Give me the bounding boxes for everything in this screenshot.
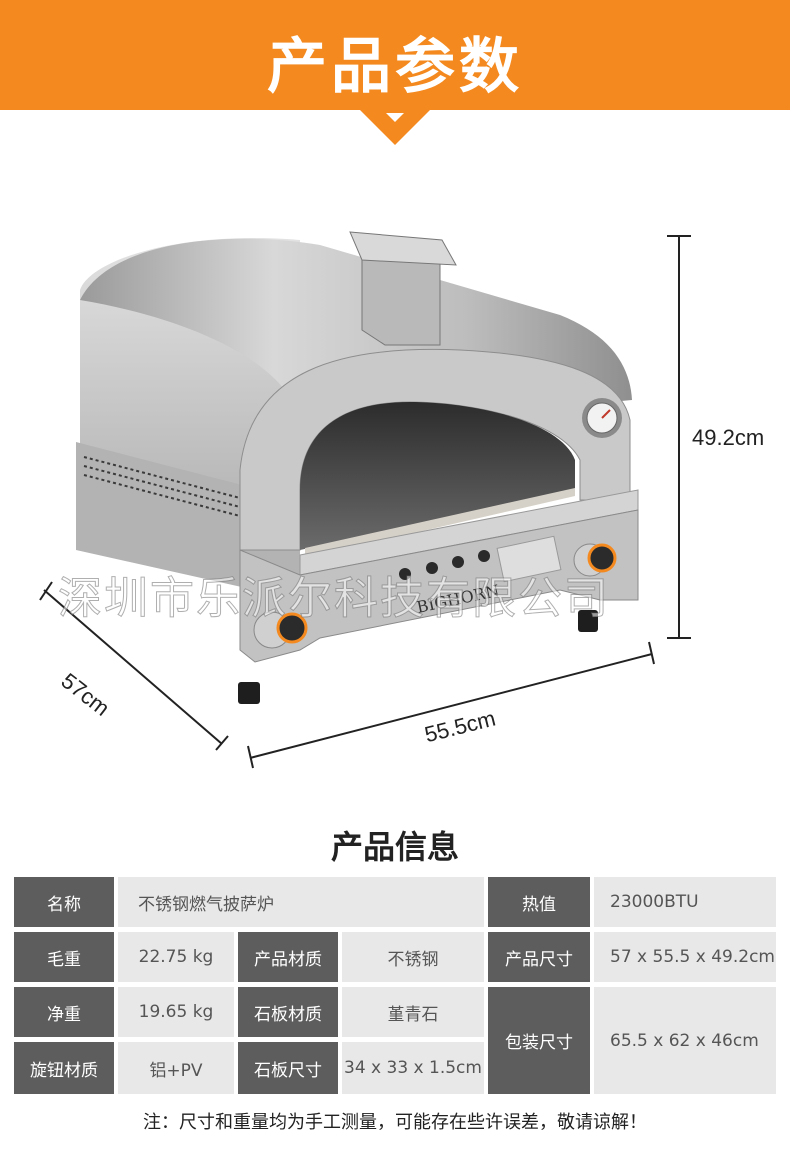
- banner-shape: [0, 0, 790, 145]
- down-arrow-icon: [386, 113, 404, 122]
- disclaimer-note: 注：尺寸和重量均为手工测量，可能存在些许误差，敬请谅解！: [143, 1112, 647, 1133]
- spec-table: 名称 不锈钢燃气披萨炉 热值 23000BTU 毛重 22.75 kg 产品材质…: [14, 877, 776, 1094]
- material-label: 产品材质: [238, 932, 338, 982]
- stone-size-label: 石板尺寸: [238, 1042, 338, 1094]
- heat-value: 23000BTU: [594, 877, 776, 927]
- section-title: 产品信息: [330, 828, 459, 866]
- product-illustration: BIGHORN 49.2cm 57cm 55.5cm: [0, 170, 790, 790]
- stone-material-label: 石板材质: [238, 987, 338, 1037]
- net-weight-label: 净重: [14, 987, 114, 1037]
- gross-weight-label: 毛重: [14, 932, 114, 982]
- knob-material-label: 旋钮材质: [14, 1042, 114, 1094]
- knob-material-value: 铝+PV: [118, 1042, 234, 1094]
- stone-size-value: 34 x 33 x 1.5cm: [342, 1042, 484, 1094]
- heat-label: 热值: [488, 877, 590, 927]
- name-value: 不锈钢燃气披萨炉: [118, 877, 484, 927]
- header-banner: 产品参数: [0, 0, 790, 145]
- height-dimension: 49.2cm: [692, 425, 765, 450]
- gross-weight-value: 22.75 kg: [118, 932, 234, 982]
- package-label: 包装尺寸: [488, 987, 590, 1094]
- net-weight-value: 19.65 kg: [118, 987, 234, 1037]
- material-value: 不锈钢: [342, 932, 484, 982]
- name-label: 名称: [14, 877, 114, 927]
- stone-material-value: 堇青石: [342, 987, 484, 1037]
- size-value: 57 x 55.5 x 49.2cm: [594, 932, 776, 982]
- size-label: 产品尺寸: [488, 932, 590, 982]
- pizza-oven-image: BIGHORN: [39, 231, 691, 769]
- page-title: 产品参数: [267, 32, 523, 102]
- company-watermark: 深圳市乐派尔科技有限公司: [58, 573, 610, 625]
- package-value: 65.5 x 62 x 46cm: [594, 987, 776, 1094]
